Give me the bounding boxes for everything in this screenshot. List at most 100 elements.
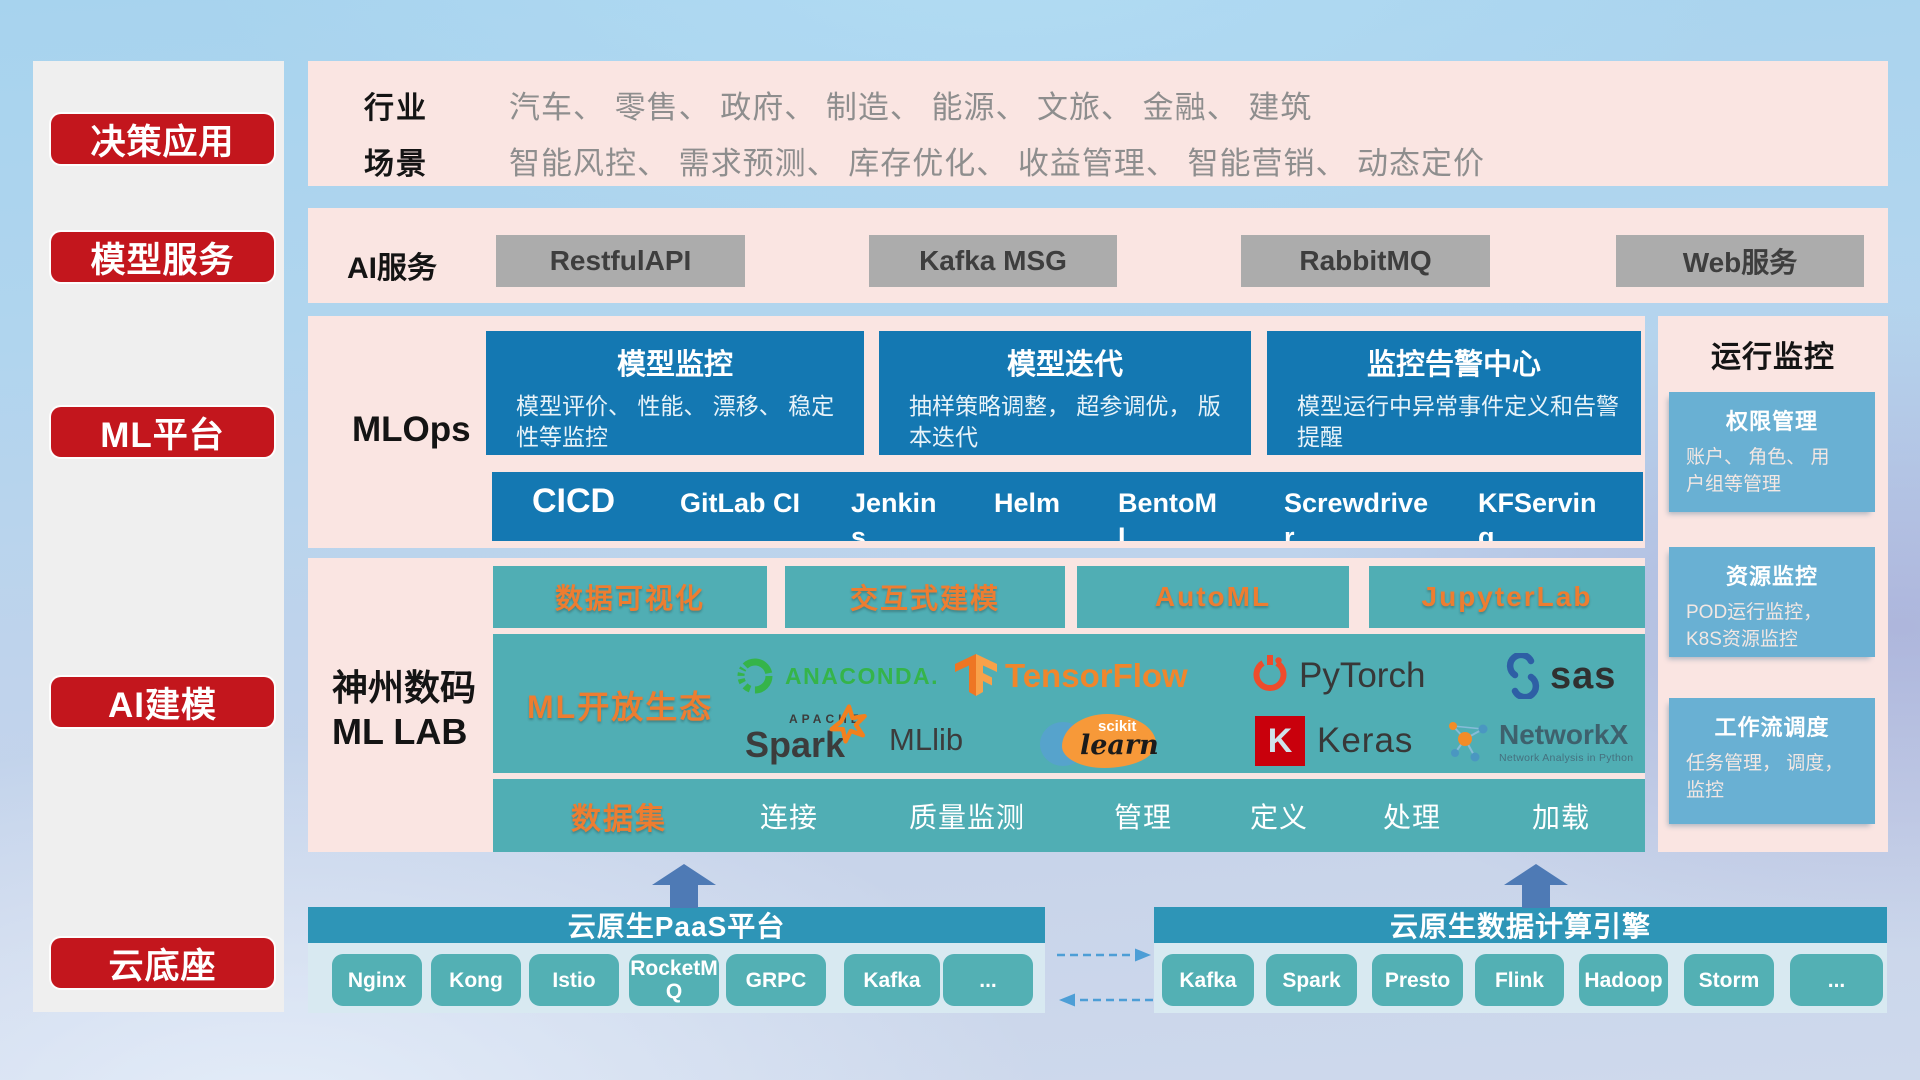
- cicd-tool-kfserving: KFServin g: [1478, 488, 1597, 541]
- scenario-label: 场景: [364, 148, 428, 181]
- data-engine-header: 云原生数据计算引擎: [1154, 907, 1887, 943]
- paas-box-grpc: GRPC: [726, 954, 826, 1006]
- mllab-tool-interactive-modeling: 交互式建模: [785, 566, 1065, 628]
- card-desc: 账户、 角色、 用 户组等管理: [1686, 447, 1830, 495]
- anaconda-text: ANACONDA.: [785, 662, 940, 689]
- sas-icon: [1506, 653, 1540, 699]
- mlops-card-alert-center: 监控告警中心 模型运行中异常事件定义和告警 提醒: [1267, 331, 1641, 455]
- panel-mlops: MLOps 模型监控 模型评价、 性能、 漂移、 稳定 性等监控 模型迭代 抽样…: [308, 316, 1645, 548]
- sidebar-item-decision-application: 决策应用: [51, 114, 274, 164]
- engine-box-flink: Flink: [1475, 954, 1564, 1006]
- service-block-restfulapi: RestfulAPI: [496, 235, 745, 287]
- sidebar-item-ai-modeling: AI建模: [51, 677, 274, 727]
- cicd-tool-jenkins: Jenkin s: [851, 488, 937, 541]
- data-engine-body: Kafka Spark Presto Flink Hadoop Storm ..…: [1154, 943, 1887, 1013]
- paas-platform-group: 云原生PaaS平台 Nginx Kong Istio RocketM Q GRP…: [308, 907, 1045, 1013]
- tensorflow-icon: [955, 654, 997, 696]
- dataset-item-quality: 质量监测: [908, 801, 1026, 833]
- engine-box-hadoop: Hadoop: [1579, 954, 1668, 1006]
- monitor-card-resource: 资源监控 POD运行监控， K8S资源监控: [1669, 547, 1875, 657]
- industry-label: 行业: [364, 92, 428, 125]
- cicd-tool-gitlab-ci: GitLab CI: [680, 488, 800, 518]
- service-block-kafka-msg: Kafka MSG: [869, 235, 1117, 287]
- scenario-list: 智能风控、 需求预测、 库存优化、 收益管理、 智能营销、 动态定价: [509, 146, 1486, 181]
- dataset-item-manage: 管理: [1113, 801, 1173, 833]
- ml-ecosystem-label: ML开放生态: [527, 689, 714, 725]
- paas-platform-body: Nginx Kong Istio RocketM Q GRPC Kafka ..…: [308, 943, 1045, 1013]
- card-desc: 模型评价、 性能、 漂移、 稳定 性等监控: [516, 393, 835, 450]
- networkx-text: NetworkX: [1499, 718, 1629, 750]
- panel-ml-lab: 神州数码 ML LAB 数据可视化 交互式建模 AutoML JupyterLa…: [308, 558, 1645, 852]
- cicd-tool-helm: Helm: [994, 488, 1061, 518]
- keras-logo: K Keras: [1255, 716, 1413, 766]
- monitor-card-workflow: 工作流调度 任务管理， 调度， 监控: [1669, 698, 1875, 824]
- sas-text: sas: [1550, 654, 1617, 697]
- card-desc: 模型运行中异常事件定义和告警 提醒: [1297, 393, 1619, 450]
- networkx-texts: NetworkX Network Analysis in Python: [1499, 719, 1633, 764]
- keras-text: Keras: [1317, 721, 1414, 760]
- card-title: 工作流调度: [1714, 715, 1830, 740]
- service-block-rabbitmq: RabbitMQ: [1241, 235, 1490, 287]
- engine-box-presto: Presto: [1372, 954, 1463, 1006]
- sas-logo: sas: [1500, 648, 1616, 704]
- ml-lab-label: 神州数码 ML LAB: [332, 667, 477, 752]
- exchange-arrows: [1057, 948, 1153, 1007]
- monitor-card-permission: 权限管理 账户、 角色、 用 户组等管理: [1669, 392, 1875, 512]
- cicd-bar: CICD GitLab CI Jenkin s Helm BentoM L Sc…: [492, 472, 1643, 541]
- sidebar-item-ml-platform: ML平台: [51, 407, 274, 457]
- mllab-tool-jupyterlab: JupyterLab: [1369, 566, 1645, 628]
- spark-logo: APACHE Spark MLlib: [745, 704, 963, 768]
- up-arrow-engine: [1504, 864, 1568, 908]
- card-title: 资源监控: [1725, 564, 1818, 589]
- card-desc: 任务管理， 调度， 监控: [1686, 753, 1844, 801]
- spark-text: Spark: [745, 724, 846, 765]
- operation-monitoring-title: 运行监控: [1711, 341, 1835, 374]
- engine-box-more: ...: [1790, 954, 1883, 1006]
- mllab-tool-data-visualization: 数据可视化: [493, 566, 767, 628]
- card-title: 模型迭代: [1006, 349, 1123, 381]
- card-desc: 抽样策略调整， 超参调优， 版 本迭代: [909, 393, 1221, 450]
- ai-service-label: AI服务: [347, 252, 437, 285]
- mlops-card-model-iteration: 模型迭代 抽样策略调整， 超参调优， 版 本迭代: [879, 331, 1251, 455]
- sidebar-item-cloud-base: 云底座: [51, 938, 274, 988]
- scikit-learn-blob: [1062, 714, 1156, 768]
- tensorflow-logo: TensorFlow: [955, 648, 1188, 704]
- cicd-tool-bentoml: BentoM L: [1118, 488, 1217, 541]
- left-dashed-arrowhead: [1059, 993, 1075, 1007]
- right-dashed-arrowhead: [1135, 948, 1151, 962]
- card-title: 权限管理: [1725, 409, 1818, 434]
- networkx-logo: NetworkX Network Analysis in Python: [1445, 714, 1633, 768]
- paas-box-istio: Istio: [529, 954, 619, 1006]
- cicd-tool-screwdriver: Screwdrive r: [1284, 488, 1429, 541]
- pytorch-text: PyTorch: [1299, 656, 1426, 695]
- pytorch-logo: PyTorch: [1250, 648, 1425, 704]
- data-engine-group: 云原生数据计算引擎 Kafka Spark Presto Flink Hadoo…: [1154, 907, 1887, 1013]
- spark-wordmark: APACHE Spark: [745, 704, 867, 768]
- card-title: 监控告警中心: [1366, 349, 1541, 381]
- keras-icon: K: [1255, 716, 1305, 766]
- spark-star-icon: [829, 704, 867, 744]
- dataset-item-process: 处理: [1382, 801, 1442, 833]
- panel-operation-monitoring: 运行监控 权限管理 账户、 角色、 用 户组等管理 资源监控 POD运行监控， …: [1658, 316, 1888, 852]
- industry-row: 行业 汽车、 零售、 政府、 制造、 能源、 文旅、 金融、 建筑: [364, 82, 1312, 127]
- paas-box-rocketmq: RocketM Q: [629, 954, 719, 1006]
- dataset-item-define: 定义: [1249, 801, 1309, 833]
- scikit-learn-logo: scikit learn: [1040, 714, 1170, 772]
- tensorflow-text: TensorFlow: [1005, 657, 1188, 694]
- cicd-label: CICD: [532, 482, 616, 520]
- mlops-label: MLOps: [352, 410, 471, 449]
- engine-box-spark: Spark: [1266, 954, 1357, 1006]
- up-arrow-paas: [652, 864, 716, 908]
- mllab-tool-automl: AutoML: [1077, 566, 1349, 628]
- paas-platform-header: 云原生PaaS平台: [308, 907, 1045, 943]
- panel-model-service: AI服务 RestfulAPI Kafka MSG RabbitMQ Web服务: [308, 208, 1888, 303]
- dataset-item-load: 加载: [1531, 801, 1591, 833]
- dataset-row: 数据集 连接 质量监测 管理 定义 处理 加载: [493, 779, 1645, 852]
- sidebar-item-model-service: 模型服务: [51, 232, 274, 282]
- engine-box-kafka: Kafka: [1162, 954, 1254, 1006]
- layer-sidebar: 决策应用 模型服务 ML平台 AI建模 云底座: [33, 61, 284, 1012]
- paas-box-nginx: Nginx: [332, 954, 422, 1006]
- paas-box-more: ...: [943, 954, 1033, 1006]
- dataset-label: 数据集: [571, 802, 667, 836]
